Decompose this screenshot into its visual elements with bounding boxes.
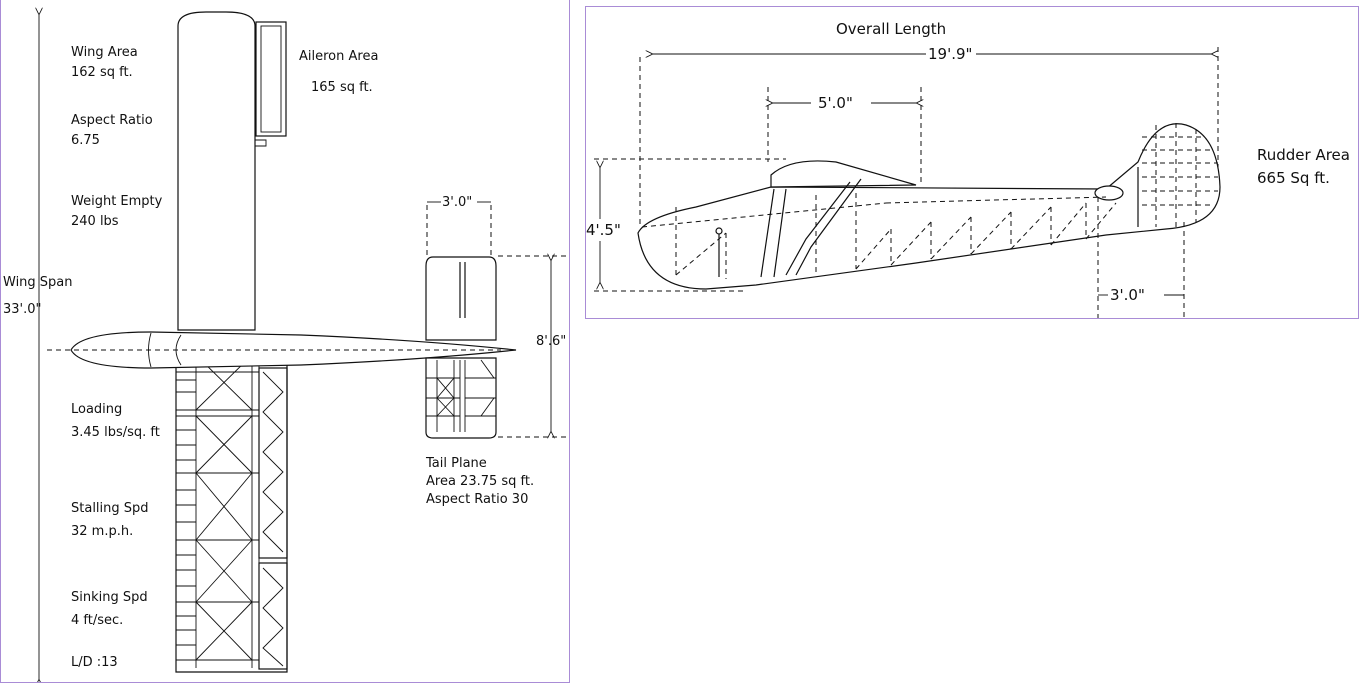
ld-ratio: L/D :13 — [71, 655, 118, 670]
wing-struts — [760, 178, 862, 278]
tail-span-dimension: 8'.6" — [536, 334, 566, 349]
wing-span-value: 33'.0" — [3, 302, 42, 317]
upper-wing — [177, 11, 256, 331]
tail-plane-label: Tail Plane — [425, 456, 487, 471]
wing-area-label: Wing Area — [71, 45, 138, 60]
side-view-panel: Overall Length 19'.9" 5'.0" 4'.5" — [585, 6, 1359, 319]
tail-length-dimension: 3'.0" — [1110, 286, 1145, 304]
wing-chord-dimension: 5'.0" — [818, 94, 853, 112]
weight-label: Weight Empty — [71, 194, 163, 209]
fuselage-side — [637, 123, 1221, 290]
aspect-ratio-label: Aspect Ratio — [71, 113, 153, 128]
lower-aileron-inner — [258, 367, 288, 559]
sinking-value: 4 ft/sec. — [71, 613, 123, 628]
loading-value: 3.45 lbs/sq. ft — [71, 425, 160, 440]
tail-chord-dimension: 3'.0" — [442, 195, 472, 210]
plan-view-drawing: Wing Area 162 sq ft. Aspect Ratio 6.75 W… — [3, 0, 569, 682]
weight-value: 240 lbs — [71, 214, 119, 229]
loading-label: Loading — [71, 402, 122, 417]
aileron-label: Aileron Area — [299, 49, 378, 64]
overall-length-value: 19'.9" — [928, 45, 972, 63]
side-wing — [770, 160, 917, 188]
tail-aspect-value: Aspect Ratio 30 — [426, 492, 528, 507]
rudder-area-label: Rudder Area — [1257, 146, 1350, 164]
lower-aileron-outer — [258, 562, 288, 670]
upper-aileron — [255, 21, 287, 137]
wing-area-value: 162 sq ft. — [71, 65, 133, 80]
tail-area-value: Area 23.75 sq ft. — [426, 474, 534, 489]
sinking-label: Sinking Spd — [71, 590, 148, 605]
plan-view-panel: Wing Area 162 sq ft. Aspect Ratio 6.75 W… — [0, 0, 570, 683]
aspect-ratio-value: 6.75 — [71, 133, 100, 148]
tail-structure — [426, 359, 496, 432]
side-view-drawing: Overall Length 19'.9" 5'.0" 4'.5" — [586, 20, 1350, 318]
tail-upper — [425, 256, 497, 341]
fuselage-structure — [641, 123, 1218, 279]
rudder-area-value: 665 Sq ft. — [1257, 169, 1330, 187]
stalling-label: Stalling Spd — [71, 501, 149, 516]
aileron-value: 165 sq ft. — [311, 80, 373, 95]
wing-span-label: Wing Span — [3, 275, 73, 290]
tail-skid — [1094, 185, 1124, 201]
stalling-value: 32 m.p.h. — [71, 524, 133, 539]
height-dimension: 4'.5" — [586, 221, 621, 239]
overall-length-label: Overall Length — [836, 20, 946, 38]
